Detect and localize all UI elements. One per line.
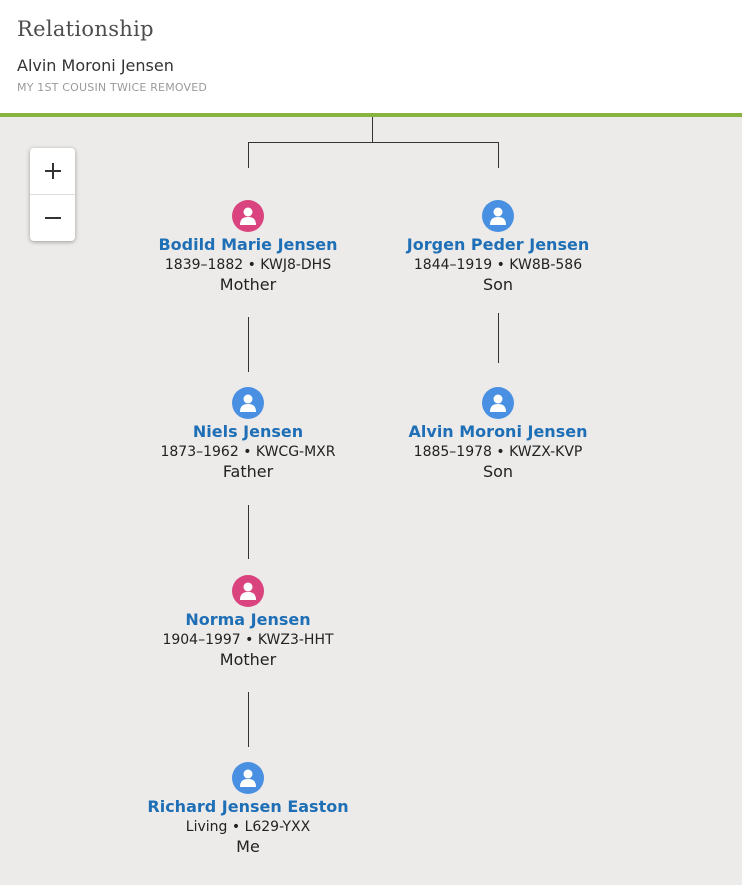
person-card: Richard Jensen Easton Living • L629-YXX … — [128, 762, 368, 857]
connector-line — [248, 692, 249, 747]
connector-line — [248, 317, 249, 372]
connector-line — [372, 117, 373, 142]
person-name-link[interactable]: Niels Jensen — [192, 422, 304, 441]
person-relation: Father — [222, 462, 274, 481]
person-relation: Mother — [219, 650, 277, 669]
person-card: Alvin Moroni Jensen 1885–1978 • KWZX-KVP… — [378, 387, 618, 482]
male-avatar-icon — [482, 200, 514, 232]
person-card: Norma Jensen 1904–1997 • KWZ3-HHT Mother — [128, 575, 368, 670]
zoom-in-button[interactable] — [30, 148, 75, 194]
person-card: Niels Jensen 1873–1962 • KWCG-MXR Father — [128, 387, 368, 482]
person-card: Jorgen Peder Jensen 1844–1919 • KW8B-586… — [378, 200, 618, 295]
person-name-link[interactable]: Bodild Marie Jensen — [158, 235, 338, 254]
connector-line — [248, 142, 249, 168]
male-avatar-icon — [232, 387, 264, 419]
person-relation: Mother — [219, 275, 277, 294]
connector-line — [248, 142, 499, 143]
connector-line — [498, 313, 499, 363]
connector-line — [498, 142, 499, 168]
female-avatar-icon — [232, 575, 264, 607]
person-lifespan-id: 1844–1919 • KW8B-586 — [413, 257, 583, 273]
zoom-control — [30, 148, 75, 241]
person-name-link[interactable]: Richard Jensen Easton — [147, 797, 349, 816]
person-name-link[interactable]: Norma Jensen — [185, 610, 311, 629]
person-lifespan-id: Living • L629-YXX — [185, 819, 311, 835]
person-lifespan-id: 1904–1997 • KWZ3-HHT — [162, 632, 334, 648]
page-title: Relationship — [17, 17, 154, 41]
zoom-out-button[interactable] — [30, 194, 75, 240]
person-name-link[interactable]: Jorgen Peder Jensen — [406, 235, 590, 254]
plus-icon — [44, 163, 61, 179]
minus-icon — [44, 216, 61, 219]
person-card: Bodild Marie Jensen 1839–1882 • KWJ8-DHS… — [128, 200, 368, 295]
person-lifespan-id: 1839–1882 • KWJ8-DHS — [164, 257, 332, 273]
male-avatar-icon — [232, 762, 264, 794]
person-lifespan-id: 1873–1962 • KWCG-MXR — [160, 444, 336, 460]
relationship-label: MY 1ST COUSIN TWICE REMOVED — [17, 81, 208, 94]
person-lifespan-id: 1885–1978 • KWZX-KVP — [413, 444, 583, 460]
person-relation: Son — [482, 462, 514, 481]
person-name-link[interactable]: Alvin Moroni Jensen — [408, 422, 588, 441]
female-avatar-icon — [232, 200, 264, 232]
page-header: Relationship Alvin Moroni Jensen MY 1ST … — [0, 0, 742, 113]
person-relation: Me — [236, 837, 260, 856]
male-avatar-icon — [482, 387, 514, 419]
relative-name: Alvin Moroni Jensen — [17, 56, 174, 75]
connector-line — [248, 505, 249, 559]
accent-bar — [0, 113, 742, 117]
person-relation: Son — [482, 275, 514, 294]
